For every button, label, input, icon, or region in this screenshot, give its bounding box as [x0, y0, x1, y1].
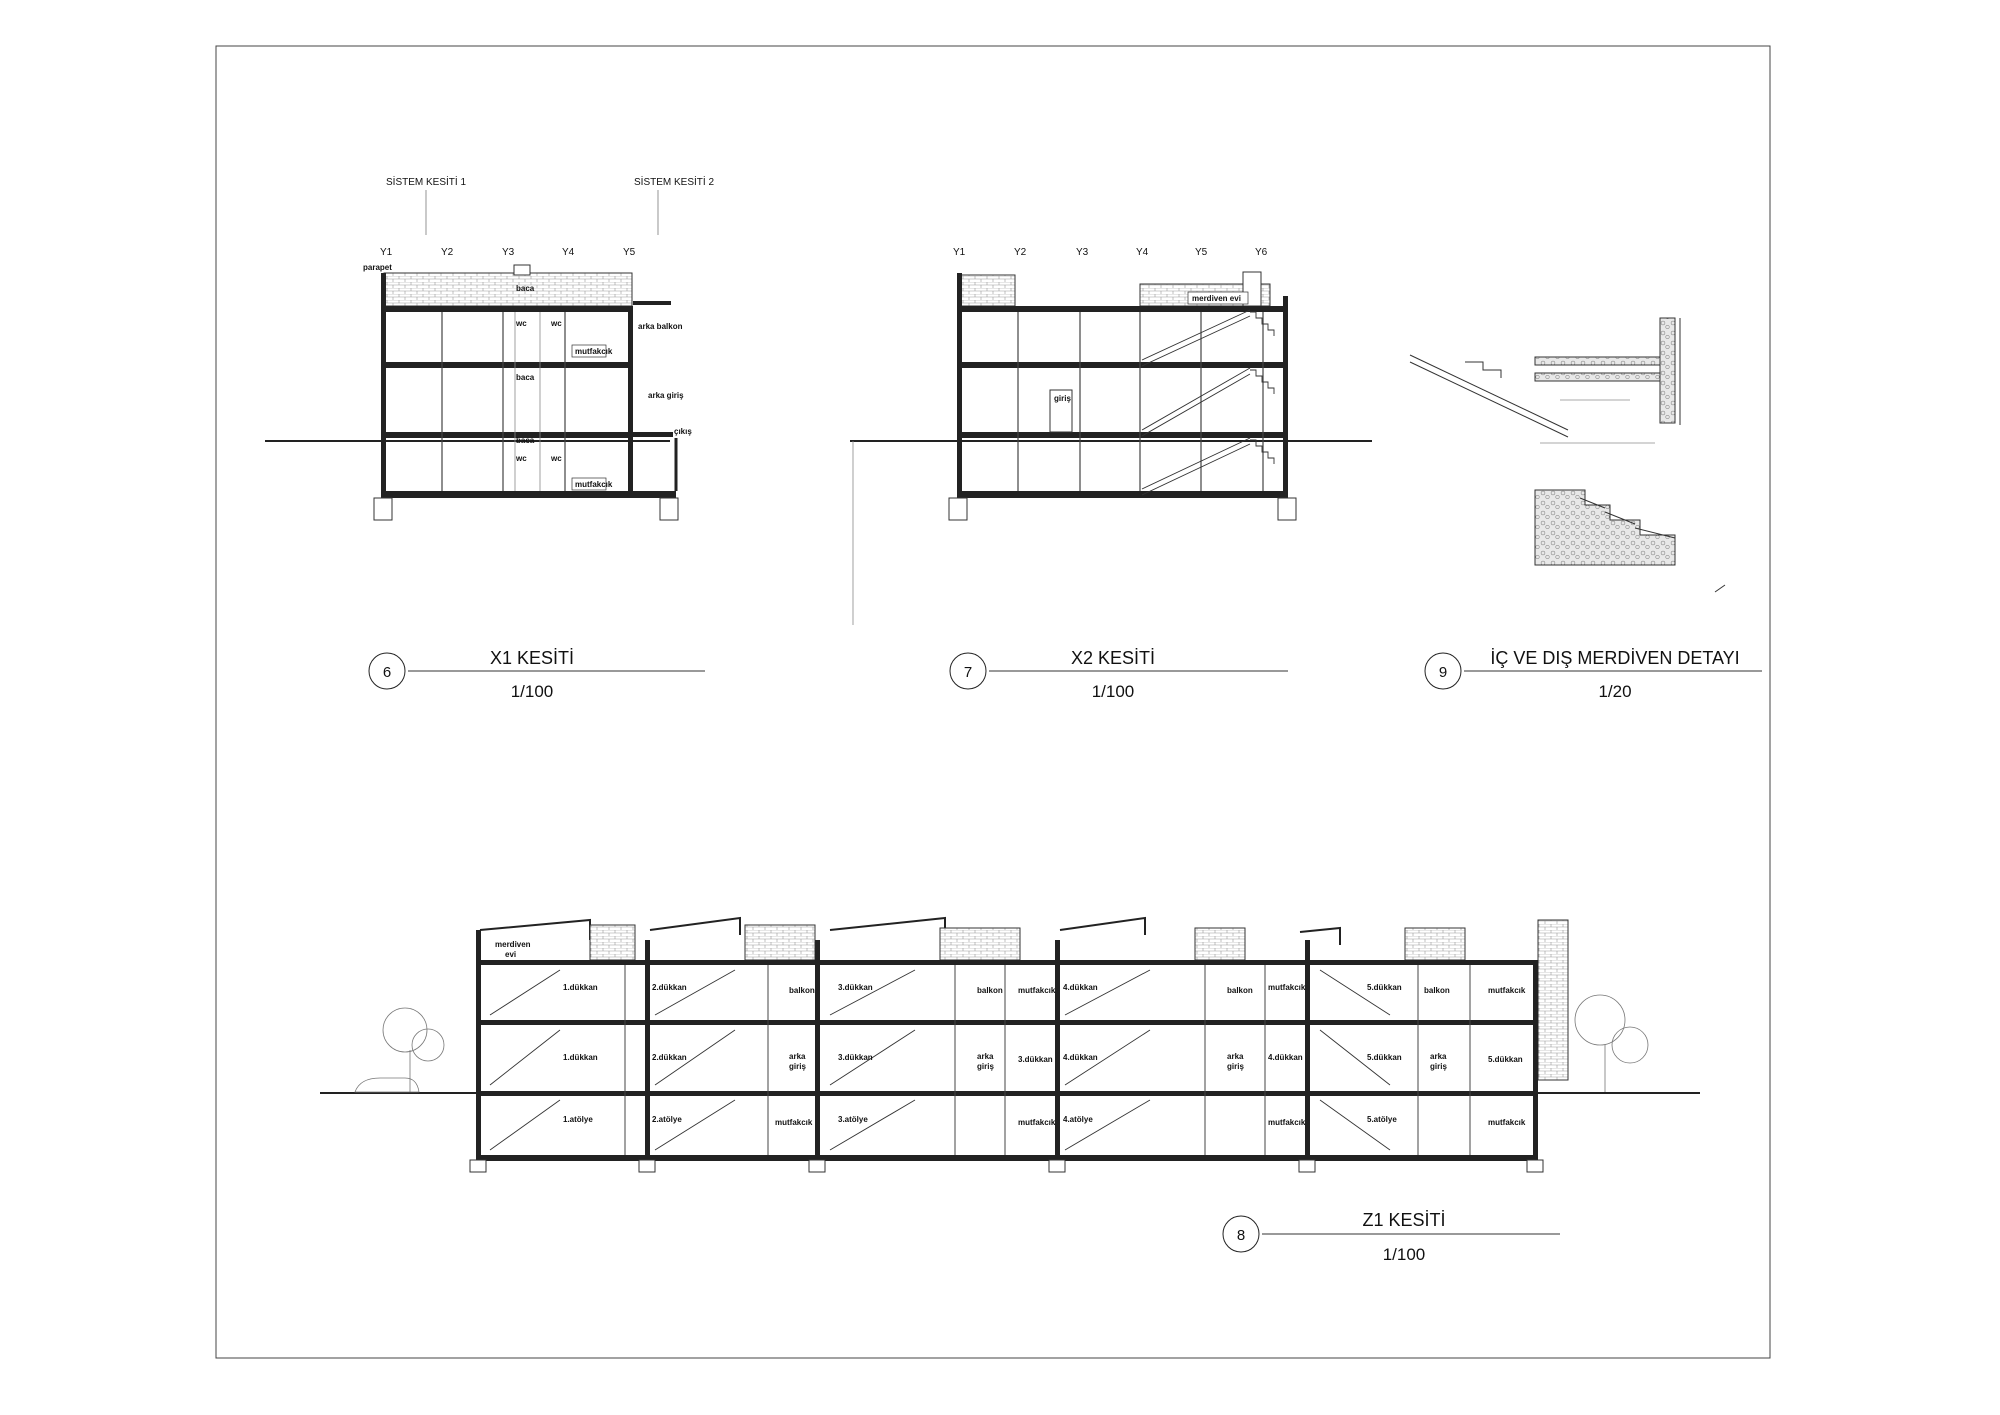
z1-title: Z1 KESİTİ [1362, 1210, 1445, 1230]
detail-number: 9 [1439, 664, 1447, 681]
x1-number: 6 [383, 664, 391, 681]
z1-label-1-atolye: 1.atölye [563, 1115, 593, 1124]
z1-label-2-atolye: 2.atölye [652, 1115, 682, 1124]
z1-label-balkon-4: balkon [1424, 986, 1450, 995]
detail-title: İÇ VE DIŞ MERDİVEN DETAYI [1490, 648, 1739, 668]
z1-label-4-dukkan-c: 4.dükkan [1268, 1053, 1303, 1062]
z1-label-5-dukkan-b: 5.dükkan [1367, 1053, 1402, 1062]
x2-room-labels: merdiven evi giriş [1054, 291, 1249, 403]
x1-label-mutfak-2: mutfakcık [575, 480, 613, 489]
x2-axis-y5: Y5 [1195, 247, 1208, 258]
z1-label-mutfak-2: mutfakcık [1018, 986, 1056, 995]
x1-axis-y4: Y4 [562, 247, 575, 258]
x1-label-cikis: çıkış [674, 427, 692, 436]
x2-axis-labels: Y1 Y2 Y3 Y4 Y5 Y6 [953, 247, 1268, 258]
z1-label-evi: evi [505, 950, 516, 959]
x2-axis-y6: Y6 [1255, 247, 1268, 258]
z1-label-1-dukkan-a: 1.dükkan [563, 983, 598, 992]
x1-label-baca-3: baca [516, 436, 535, 445]
x2-axis-y3: Y3 [1076, 247, 1089, 258]
x1-section: SİSTEM KESİTİ 1 SİSTEM KESİTİ 2 Y1 Y2 Y3… [265, 175, 714, 701]
x1-room-labels: parapet baca baca baca wc wc wc wc mutfa… [363, 263, 692, 491]
z1-label-balkon-1: balkon [789, 986, 815, 995]
z1-label-4-atolye: 4.atölye [1063, 1115, 1093, 1124]
z1-label-arka-2: arka [977, 1052, 994, 1061]
x1-scale: 1/100 [511, 682, 554, 701]
z1-number-circle [1222, 1215, 1260, 1253]
x1-axis-y1: Y1 [380, 247, 393, 258]
z1-label-giris-3: giriş [1227, 1062, 1244, 1071]
x1-label-mutfak-1: mutfakcık [575, 347, 613, 356]
x1-label-wc-2: wc [550, 319, 562, 328]
z1-label-5-dukkan-c: 5.dükkan [1488, 1055, 1523, 1064]
x1-label-baca-2: baca [516, 373, 535, 382]
detail-number-circle [1424, 652, 1462, 690]
z1-label-mutfak-6: mutfakcık [1488, 986, 1526, 995]
x2-scale: 1/100 [1092, 682, 1135, 701]
z1-label-3-dukkan-a: 3.dükkan [838, 983, 873, 992]
z1-label-3-dukkan-b: 3.dükkan [838, 1053, 873, 1062]
x2-number-circle [949, 652, 987, 690]
z1-section: merdiven evi 1.dükkan 1.dükkan 1.atölye … [320, 916, 1700, 1264]
x1-axis-y2: Y2 [441, 247, 454, 258]
x2-section: Y1 Y2 Y3 Y4 Y5 Y6 [850, 247, 1372, 701]
x1-axis-y3: Y3 [502, 247, 515, 258]
z1-label-giris-2: giriş [977, 1062, 994, 1071]
z1-label-2-dukkan-b: 2.dükkan [652, 1053, 687, 1062]
z1-label-5-dukkan-a: 5.dükkan [1367, 983, 1402, 992]
z1-label-3-dukkan-c: 3.dükkan [1018, 1055, 1053, 1064]
x2-axis-y1: Y1 [953, 247, 966, 258]
x2-axis-y4: Y4 [1136, 247, 1149, 258]
z1-label-mutfak-7: mutfakcık [1488, 1118, 1526, 1127]
x1-label-arka-giris: arka giriş [648, 391, 684, 400]
x2-axis-y2: Y2 [1014, 247, 1027, 258]
z1-room-labels: merdiven evi 1.dükkan 1.dükkan 1.atölye … [495, 940, 1526, 1127]
x1-label-parapet: parapet [363, 263, 392, 272]
x1-label-wc-3: wc [515, 454, 527, 463]
x1-label-wc-1: wc [515, 319, 527, 328]
x1-number-circle [368, 652, 406, 690]
z1-scale: 1/100 [1383, 1245, 1426, 1264]
z1-number: 8 [1237, 1227, 1245, 1244]
x1-axis-y5: Y5 [623, 247, 636, 258]
x1-label-baca-1: baca [516, 284, 535, 293]
z1-label-4-dukkan-b: 4.dükkan [1063, 1053, 1098, 1062]
z1-label-mutfak-3: mutfakcık [1018, 1118, 1056, 1127]
x2-label-giris: giriş [1054, 394, 1071, 403]
z1-label-mutfak-5: mutfakcık [1268, 1118, 1306, 1127]
x1-label-wc-4: wc [550, 454, 562, 463]
x2-number: 7 [964, 664, 972, 681]
z1-label-2-dukkan-a: 2.dükkan [652, 983, 687, 992]
x1-title: X1 KESİTİ [490, 648, 574, 668]
z1-label-3-atolye: 3.atölye [838, 1115, 868, 1124]
system-section-2-label: SİSTEM KESİTİ 2 [634, 175, 714, 188]
z1-label-mutfak-4: mutfakcık [1268, 983, 1306, 992]
z1-label-balkon-3: balkon [1227, 986, 1253, 995]
z1-label-giris-4: giriş [1430, 1062, 1447, 1071]
z1-label-giris-1: giriş [789, 1062, 806, 1071]
detail-scale: 1/20 [1598, 682, 1631, 701]
sheet-frame [215, 45, 1771, 1359]
x1-label-arka-balkon: arka balkon [638, 322, 683, 331]
x2-label-merdiven-evi: merdiven evi [1192, 294, 1241, 303]
z1-label-merdiven: merdiven [495, 940, 531, 949]
x1-axis-labels: Y1 Y2 Y3 Y4 Y5 [380, 247, 636, 258]
system-section-1-label: SİSTEM KESİTİ 1 [386, 175, 466, 188]
z1-label-arka-1: arka [789, 1052, 806, 1061]
z1-label-arka-3: arka [1227, 1052, 1244, 1061]
z1-label-1-dukkan-b: 1.dükkan [563, 1053, 598, 1062]
stair-detail: 9 İÇ VE DIŞ MERDİVEN DETAYI 1/20 [1409, 317, 1762, 701]
z1-label-mutfak-1: mutfakcık [775, 1118, 813, 1127]
x2-title: X2 KESİTİ [1071, 648, 1155, 668]
z1-label-balkon-2: balkon [977, 986, 1003, 995]
z1-label-5-atolye: 5.atölye [1367, 1115, 1397, 1124]
z1-label-4-dukkan-a: 4.dükkan [1063, 983, 1098, 992]
z1-label-arka-4: arka [1430, 1052, 1447, 1061]
